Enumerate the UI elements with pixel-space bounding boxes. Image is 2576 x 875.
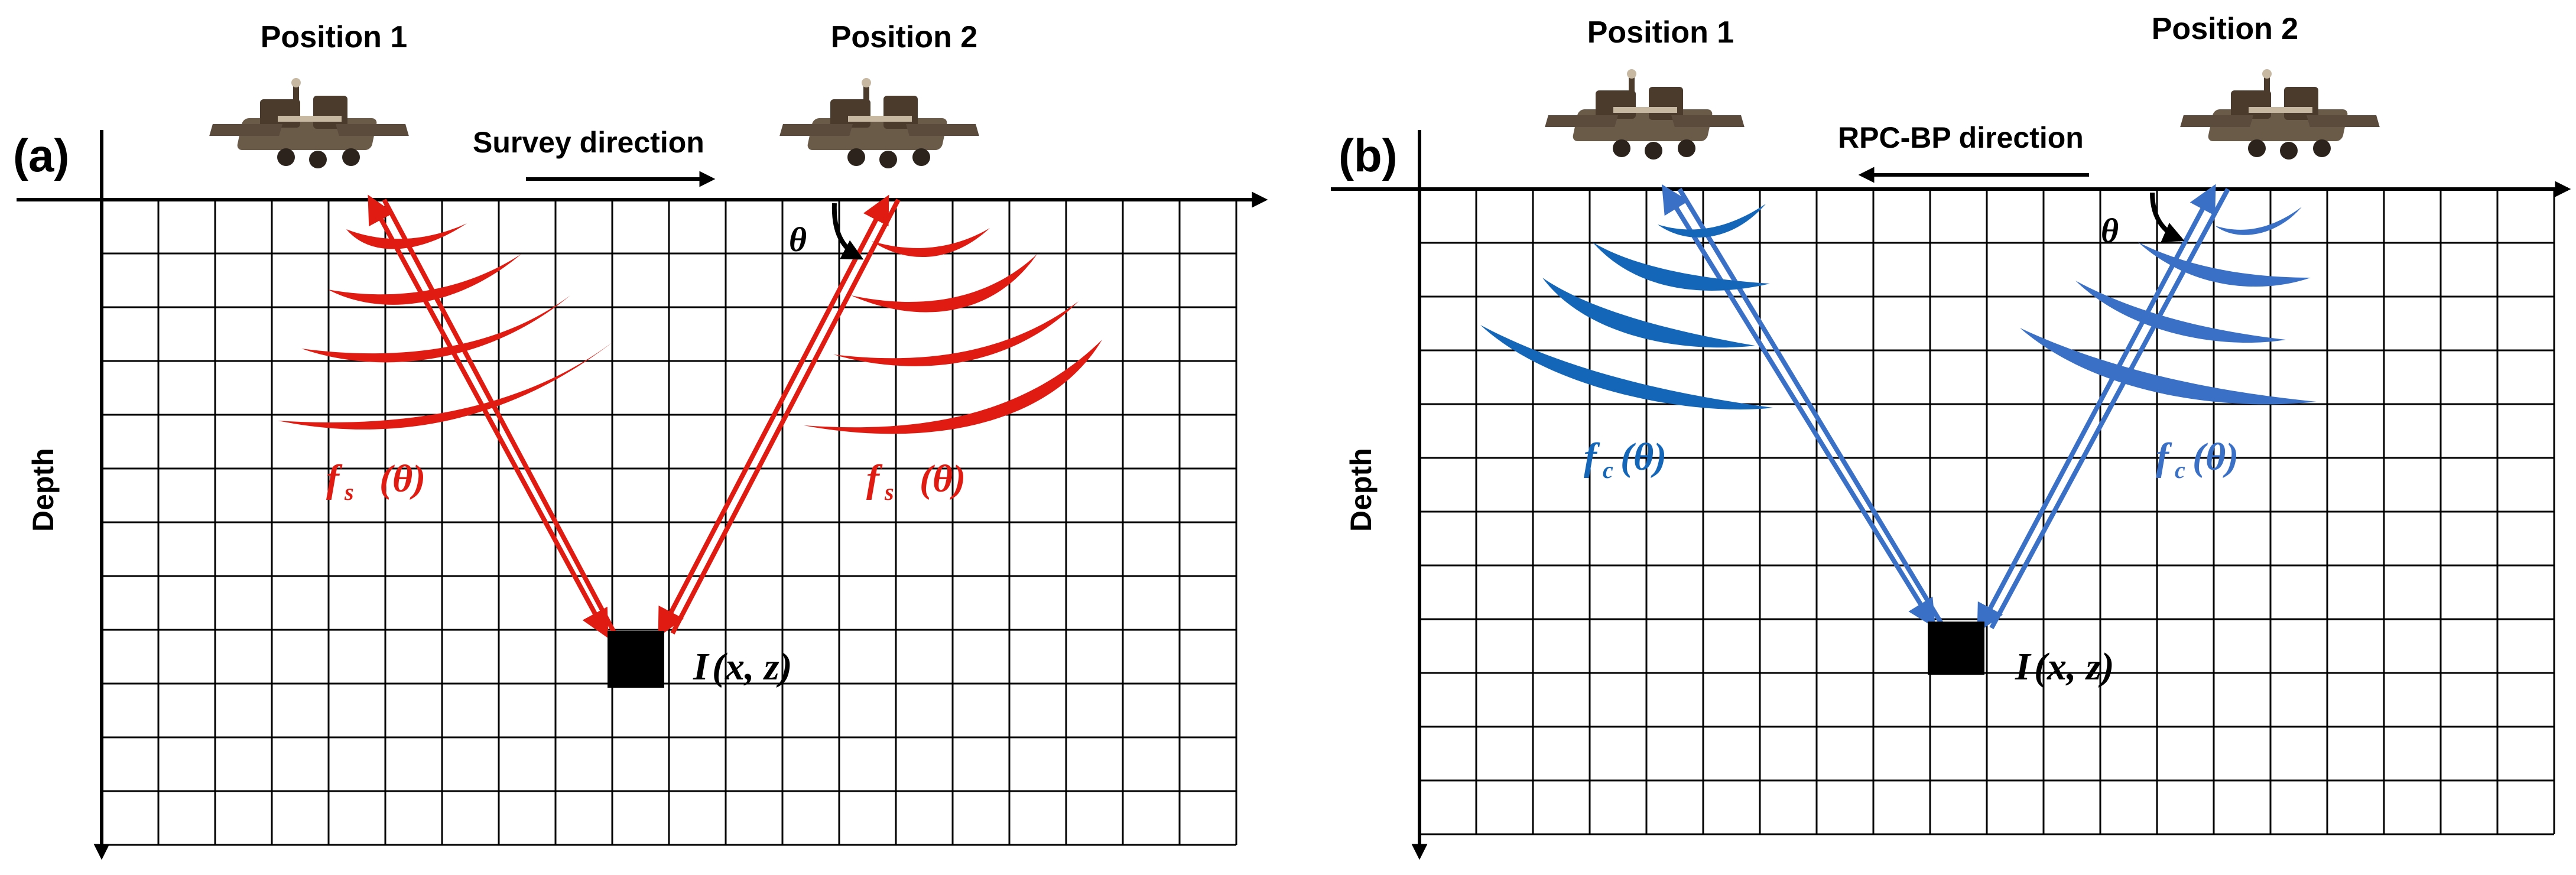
rover-icon bbox=[779, 78, 979, 168]
panel-b-depth-label: Depth bbox=[1344, 448, 1378, 532]
panel-b-target-label: I (x, z) bbox=[2015, 645, 2114, 688]
panel-a-wave-arc bbox=[872, 228, 990, 258]
rover-icon bbox=[2180, 69, 2380, 160]
panel-a-function-label-left: f s (θ) bbox=[326, 457, 425, 505]
panel-a-position-1-rover bbox=[209, 78, 409, 168]
panel-b-function-label-right: f c (θ) bbox=[2156, 435, 2239, 483]
panel-a-ray-right-2 bbox=[670, 199, 901, 635]
panel-b-wave-arcs-left bbox=[1480, 204, 1773, 410]
panel-a-function-right-subscript: s bbox=[884, 479, 894, 505]
panel-b-label: (b) bbox=[1339, 129, 1398, 181]
panel-a-label: (a) bbox=[13, 129, 69, 181]
panel-b-function-left-argument: (θ) bbox=[1620, 435, 1667, 479]
panel-a-ray-left-2 bbox=[382, 199, 617, 635]
panel-b-function-right-argument: (θ) bbox=[2192, 435, 2239, 479]
curved-arrow-icon bbox=[831, 203, 864, 260]
panel-a-depth-label: Depth bbox=[27, 448, 60, 532]
curved-arrow-icon bbox=[2150, 192, 2185, 243]
panel-a-function-right-argument: (θ) bbox=[920, 457, 966, 500]
panel-a-wave-arc bbox=[851, 254, 1037, 313]
panel-b-position-2-rover bbox=[2180, 69, 2380, 160]
panel-a-target-main: I bbox=[693, 645, 710, 688]
panel-b-position-1-label: Position 1 bbox=[1587, 15, 1734, 50]
panel-b-function-label-left: f c (θ) bbox=[1584, 435, 1667, 483]
panel-b-wave-arc bbox=[1480, 325, 1773, 410]
panel-a-angle-label: θ bbox=[789, 220, 807, 259]
panel-a-function-left-argument: (θ) bbox=[379, 457, 425, 500]
panel-a-function-left-subscript: s bbox=[344, 479, 354, 505]
panel-a-ray-set bbox=[368, 194, 901, 639]
panel-b-wave-arc bbox=[2020, 328, 2317, 405]
target-cell-icon bbox=[608, 631, 664, 688]
panel-b-direction-label: RPC-BP direction bbox=[1838, 121, 2084, 154]
panel-a-grid bbox=[100, 199, 1237, 846]
panel-b-position-2-label: Position 2 bbox=[2152, 12, 2298, 46]
panel-b: (b) Position 1 Position 2 RPC-BP directi… bbox=[1331, 12, 2571, 860]
panel-b-function-right-subscript: c bbox=[2175, 457, 2185, 483]
panel-b-target-main: I bbox=[2015, 645, 2032, 688]
panel-a-wave-arc bbox=[301, 295, 570, 363]
panel-a-wave-arc bbox=[833, 301, 1079, 366]
rover-icon bbox=[1545, 69, 1745, 160]
panel-b-wave-arc bbox=[2215, 207, 2302, 235]
panel-a-target-argument: (x, z) bbox=[712, 645, 792, 688]
panel-b-axes bbox=[1331, 130, 2571, 860]
panel-b-ray-right-1 bbox=[1977, 184, 2216, 633]
panel-a-position-1-label: Position 1 bbox=[261, 20, 407, 54]
panel-a-function-right-main: f bbox=[866, 457, 883, 500]
panel-a-position-2-rover bbox=[779, 78, 979, 168]
panel-b-position-1-rover bbox=[1545, 69, 1745, 160]
panel-a-wave-arc bbox=[328, 254, 521, 305]
panel-b-wave-arc bbox=[1542, 278, 1755, 348]
panel-a-wave-arc bbox=[346, 223, 467, 249]
panel-a-wave-arcs-left bbox=[278, 223, 616, 430]
panel-b-ray-right-2 bbox=[1989, 188, 2230, 629]
panel-a-position-2-label: Position 2 bbox=[831, 20, 977, 54]
panel-b-wave-arcs-right bbox=[2020, 207, 2317, 405]
panel-a-ray-left-1 bbox=[368, 194, 609, 639]
panel-b-ray-left-2 bbox=[1677, 187, 1944, 625]
panel-a-ray-right-1 bbox=[658, 194, 889, 637]
panel-b-wave-arc bbox=[1658, 204, 1766, 238]
panel-a-function-left-main: f bbox=[326, 457, 343, 500]
panel-b-wave-arc bbox=[1593, 242, 1770, 291]
panel-a-axes bbox=[17, 130, 1268, 860]
panel-a: (a) Position 1 Position 2 Survey directi… bbox=[13, 20, 1268, 860]
panel-b-ray-left-1 bbox=[1661, 184, 1936, 629]
panel-b-target-argument: (x, z) bbox=[2034, 645, 2114, 688]
panel-a-function-label-right: f s (θ) bbox=[866, 457, 966, 505]
panel-b-wave-arc bbox=[2138, 242, 2311, 287]
target-cell-icon bbox=[1928, 622, 1984, 675]
panel-a-direction-label: Survey direction bbox=[473, 126, 704, 159]
panel-b-wave-arc bbox=[2075, 281, 2286, 343]
panel-b-angle-label: θ bbox=[2101, 212, 2119, 250]
panel-a-target-label: I (x, z) bbox=[693, 645, 792, 688]
panel-a-wave-arc bbox=[804, 340, 1102, 434]
rover-icon bbox=[209, 78, 409, 168]
panel-b-function-left-subscript: c bbox=[1603, 457, 1613, 483]
panel-b-grid bbox=[1418, 188, 2555, 835]
panel-a-wave-arcs-right bbox=[804, 228, 1102, 434]
